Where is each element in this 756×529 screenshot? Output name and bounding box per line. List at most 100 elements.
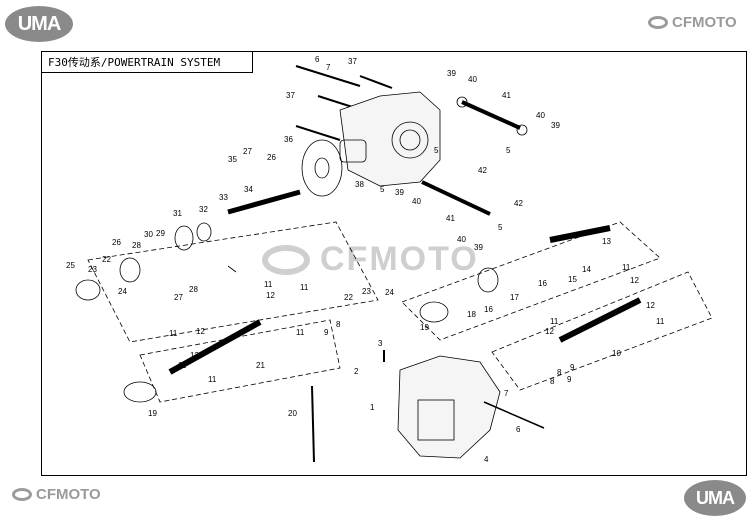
uma-logo-text: UMA xyxy=(696,487,735,508)
callout: 11 xyxy=(264,280,273,289)
callout: 9 xyxy=(570,363,575,372)
shaft-13 xyxy=(549,225,611,243)
callout: 34 xyxy=(244,185,253,194)
callout: 24 xyxy=(385,288,394,297)
cfmoto-logo-text: CFMOTO xyxy=(672,14,737,31)
callout: 37 xyxy=(348,57,357,66)
arm-41-top xyxy=(461,100,521,130)
callout: 32 xyxy=(199,205,208,214)
callout: 31 xyxy=(173,209,182,218)
callout: 40 xyxy=(468,75,477,84)
front-diff-fins xyxy=(417,399,455,441)
callout: 7 xyxy=(326,63,331,72)
pin-6-bottom xyxy=(483,401,545,429)
callout: 13 xyxy=(602,237,611,246)
callout: 11 xyxy=(178,361,187,370)
callout: 28 xyxy=(189,285,198,294)
callout: 42 xyxy=(514,199,523,208)
bolt-37c xyxy=(295,125,341,141)
cfmoto-ring-icon xyxy=(648,16,668,29)
callout-labels: 6 7 37 37 39 40 41 40 39 5 5 42 27 35 26… xyxy=(66,55,665,464)
callout: 5 xyxy=(434,146,439,155)
callout: 30 xyxy=(144,230,153,239)
callout: 9 xyxy=(567,375,572,384)
callout: 39 xyxy=(474,243,483,252)
callout: 22 xyxy=(102,255,111,264)
callout: 33 xyxy=(219,193,228,202)
callout: 12 xyxy=(190,351,199,360)
group-outline-front-drive xyxy=(491,271,713,391)
bolt-37a xyxy=(359,75,393,89)
callout: 1 xyxy=(370,403,375,412)
uma-logo-text: UMA xyxy=(17,12,62,35)
callout: 8 xyxy=(336,320,341,329)
diagram-title-text: F30传动系/POWERTRAIN SYSTEM xyxy=(48,56,221,69)
flange-25 xyxy=(75,279,101,301)
callout: 20 xyxy=(288,409,297,418)
callout: 12 xyxy=(545,327,554,336)
cut-mark xyxy=(227,265,237,273)
cfmoto-logo-text: CFMOTO xyxy=(36,486,101,503)
callout: 11 xyxy=(169,329,178,338)
callout: 5 xyxy=(380,185,385,194)
shaft-21 xyxy=(168,319,262,375)
callout: 15 xyxy=(568,275,577,284)
callout: 9 xyxy=(324,328,329,337)
callout: 17 xyxy=(510,293,519,302)
callout: 12 xyxy=(196,327,205,336)
callout: 41 xyxy=(502,91,511,100)
diagram-title: F30传动系/POWERTRAIN SYSTEM xyxy=(41,51,253,73)
group-outline-rear-drive xyxy=(401,221,661,341)
callout: 40 xyxy=(457,235,466,244)
callout: 12 xyxy=(630,276,639,285)
bearing-31 xyxy=(174,225,194,251)
callout: 19 xyxy=(148,409,157,418)
callout: 26 xyxy=(267,153,276,162)
callout: 39 xyxy=(447,69,456,78)
callout: 11 xyxy=(208,375,217,384)
callout: 6 xyxy=(315,55,320,64)
shaft-33 xyxy=(227,189,301,215)
uma-logo-bottom: UMA xyxy=(684,480,746,516)
boot-19-right xyxy=(419,301,449,323)
callout: 7 xyxy=(504,389,509,398)
callout: 3 xyxy=(378,339,383,348)
callout: 28 xyxy=(132,241,141,250)
callout: 2 xyxy=(354,367,359,376)
uma-logo-top: UMA xyxy=(5,6,73,42)
callout: 8 xyxy=(557,368,562,377)
cfmoto-logo-top: CFMOTO xyxy=(648,14,737,31)
callout: 12 xyxy=(266,291,275,300)
callout: 10 xyxy=(612,349,621,358)
watermark-text: CFMOTO xyxy=(320,240,479,278)
flange-26 xyxy=(119,257,141,283)
callout: 12 xyxy=(646,301,655,310)
callout: 5 xyxy=(498,223,503,232)
bushing-40b xyxy=(516,124,528,136)
callout: 11 xyxy=(300,283,309,292)
bushing-40a xyxy=(456,96,468,108)
callout: 27 xyxy=(174,293,183,302)
callout: 39 xyxy=(395,188,404,197)
callout: 23 xyxy=(362,287,371,296)
callout: 16 xyxy=(484,305,493,314)
brake-disc-hub xyxy=(314,157,330,179)
watermark-ring-icon xyxy=(262,244,310,275)
housing-port xyxy=(391,121,429,159)
callout: 40 xyxy=(412,197,421,206)
callout: 11 xyxy=(622,263,631,272)
callout: 8 xyxy=(550,377,555,386)
front-differential-housing xyxy=(397,355,501,459)
housing-port-inner xyxy=(399,129,421,151)
cfmoto-ring-icon xyxy=(12,488,32,501)
shaft-10 xyxy=(558,297,642,343)
arm-41-bottom xyxy=(421,180,491,216)
bearing-32 xyxy=(196,222,212,242)
brake-disc xyxy=(301,139,343,197)
callout: 16 xyxy=(538,279,547,288)
callout: 23 xyxy=(88,265,97,274)
callout: 40 xyxy=(536,111,545,120)
bearing-17 xyxy=(477,267,499,293)
callout: 36 xyxy=(284,135,293,144)
